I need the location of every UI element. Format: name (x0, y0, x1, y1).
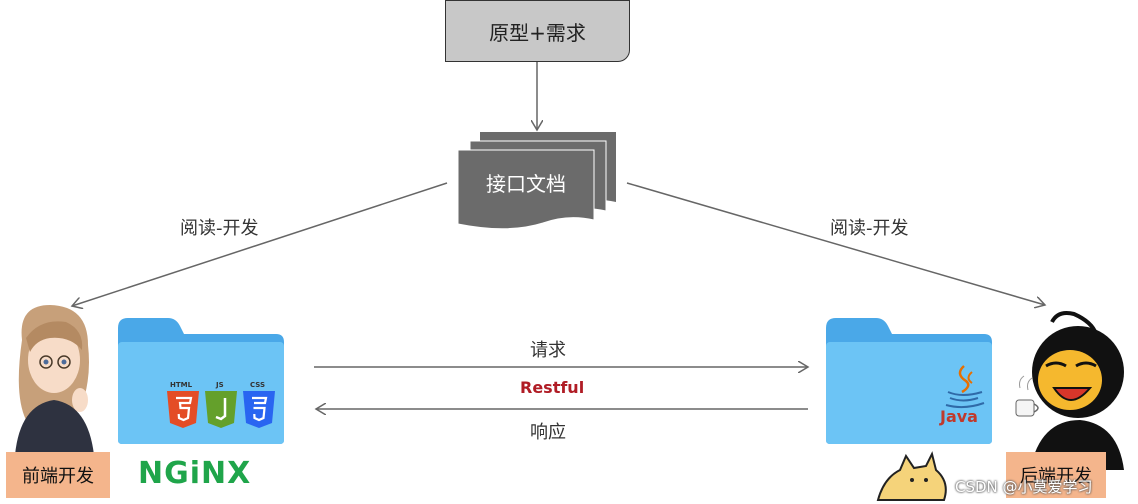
nginx-logo: NGiNX (138, 456, 252, 491)
left-edge-label: 阅读-开发 (180, 218, 259, 239)
backend-badge: 后端开发 (1006, 452, 1106, 498)
css3-icon (243, 391, 275, 428)
response-label: 响应 (530, 422, 566, 443)
backend-developer-avatar (1015, 311, 1124, 470)
frontend-folder-icon (118, 318, 284, 444)
js-tech-label: JS (216, 381, 224, 389)
js-icon (205, 391, 237, 428)
html5-icon (167, 391, 199, 428)
api-doc-label: 接口文档 (486, 172, 566, 196)
frontend-badge: 前端开发 (6, 452, 110, 498)
html-tech-label: HTML (170, 381, 193, 389)
arrow-doc-to-backend (626, 182, 1045, 305)
css-tech-label: CSS (250, 381, 266, 389)
right-edge-label: 阅读-开发 (830, 218, 909, 239)
csdn-watermark: CSDN @小莫爱学习 (955, 478, 1093, 496)
svg-text:Java: Java (939, 407, 978, 426)
requirements-box: 原型+需求 (445, 0, 630, 62)
document-stack-icon (457, 132, 616, 230)
arrow-doc-to-frontend (72, 182, 448, 306)
frontend-developer-avatar (15, 305, 94, 455)
request-label: 请求 (530, 340, 566, 361)
backend-folder-icon (826, 318, 992, 444)
restful-label: Restful (520, 378, 585, 397)
tomcat-icon (876, 451, 947, 501)
java-icon: Java (939, 365, 985, 426)
